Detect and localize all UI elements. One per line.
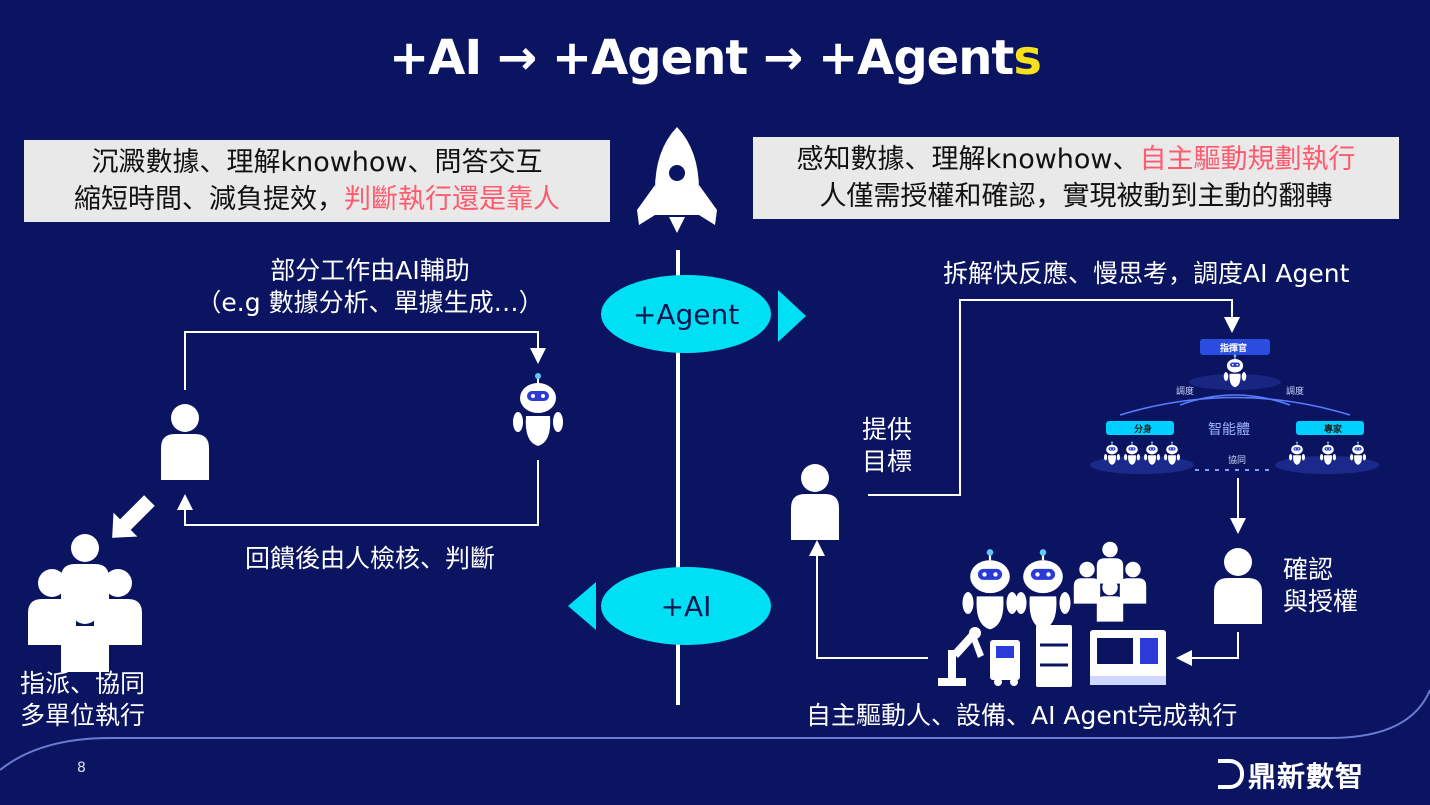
rocket-icon <box>637 127 717 233</box>
robots-group-icon <box>961 547 1072 631</box>
agent-ellipse: +Agent <box>601 275 771 353</box>
right-summary-line1: 感知數據、理解knowhow、自主驅動規劃執行 <box>761 141 1391 178</box>
decorative-curve <box>0 689 1430 771</box>
person-icon <box>161 404 209 480</box>
right-summary-box: 感知數據、理解knowhow、自主驅動規劃執行 人僅需授權和確認，實現被動到主動… <box>753 137 1399 219</box>
loop-bottom-line <box>177 460 539 526</box>
brand-name: 鼎新數智 <box>1248 760 1365 793</box>
left-summary-line2: 縮短時間、減負提效，判斷執行還是靠人 <box>32 181 602 218</box>
expert-badge: 專家 <box>1324 425 1343 435</box>
left-summary-line2-plain: 縮短時間、減負提效， <box>74 184 344 215</box>
title-main: +AI → +Agent → +Agent <box>389 30 1014 86</box>
diagonal-arrow-icon <box>111 493 157 539</box>
arrow-right-icon <box>778 290 806 342</box>
left-summary-line2-red: 判斷執行還是靠人 <box>344 184 560 215</box>
brand-logo-icon <box>1218 759 1244 789</box>
cnc-machine-icon <box>1090 630 1166 685</box>
ai-label: +AI <box>660 589 712 623</box>
team-label: 指派、協同 多單位執行 <box>20 668 220 732</box>
goal-label-line1: 提供 <box>862 415 913 444</box>
agent-center-label: 智能體 <box>1208 422 1250 438</box>
left-summary-box: 沉澱數據、理解knowhow、問答交互 縮短時間、減負提效，判斷執行還是靠人 <box>24 140 610 222</box>
confirm-label: 確認 與授權 <box>1283 554 1393 618</box>
left-top-label-line1: 部分工作由AI輔助 <box>270 256 470 285</box>
right-summary-line1-red: 自主驅動規劃執行 <box>1139 144 1356 175</box>
team-label-line2: 多單位執行 <box>20 701 146 730</box>
agent-label: +Agent <box>632 297 740 331</box>
dispatch-left-label: 調度 <box>1176 387 1195 397</box>
collab-label: 協同 <box>1228 456 1247 466</box>
confirm-line <box>1176 632 1239 666</box>
right-top-label: 拆解快反應、慢思考，調度AI Agent <box>943 259 1350 288</box>
robot-arm-icon <box>938 627 984 686</box>
goal-person-icon <box>791 464 839 540</box>
left-summary-line1: 沉澱數據、理解knowhow、問答交互 <box>91 147 543 178</box>
goal-line <box>868 299 1240 496</box>
avatar-badge: 分身 <box>1134 425 1153 435</box>
ai-ellipse: +AI <box>601 567 771 645</box>
team-label-line1: 指派、協同 <box>20 669 146 698</box>
page-number: 8 <box>77 760 86 776</box>
confirm-person-icon <box>1214 548 1262 624</box>
confirm-label-line2: 與授權 <box>1283 587 1359 616</box>
loop-top-line <box>184 331 546 390</box>
agent-hierarchy-graphic <box>1090 339 1379 474</box>
goal-label-line2: 目標 <box>862 447 913 476</box>
goal-label: 提供 目標 <box>862 414 932 478</box>
right-summary-line2: 人僅需授權和確認，實現被動到主動的翻轉 <box>819 181 1333 212</box>
page-title: +AI → +Agent → +Agents <box>0 30 1430 86</box>
commander-badge: 指揮官 <box>1220 344 1248 354</box>
title-accent: s <box>1013 30 1042 86</box>
dispatch-right-label: 調度 <box>1286 387 1305 397</box>
right-summary-line1-plain: 感知數據、理解knowhow、 <box>796 144 1140 175</box>
arrow-left-icon <box>568 582 596 630</box>
people-group-icon <box>1073 541 1147 622</box>
left-top-label: 部分工作由AI輔助 （e.g 數據分析、單據生成…） <box>180 255 560 319</box>
team-icon <box>28 534 142 672</box>
right-bottom-label: 自主驅動人、設備、AI Agent完成執行 <box>806 701 1238 730</box>
agv-machine-icon <box>990 640 1020 686</box>
left-bottom-label: 回饋後由人檢核、判斷 <box>244 544 495 573</box>
left-top-label-line2: （e.g 數據分析、單據生成…） <box>196 288 544 317</box>
brand-logo: 鼎新數智 <box>1218 755 1364 795</box>
return-line <box>809 540 928 659</box>
robot-icon <box>512 372 564 447</box>
server-rack-icon <box>1036 625 1072 687</box>
confirm-label-line1: 確認 <box>1283 555 1334 584</box>
